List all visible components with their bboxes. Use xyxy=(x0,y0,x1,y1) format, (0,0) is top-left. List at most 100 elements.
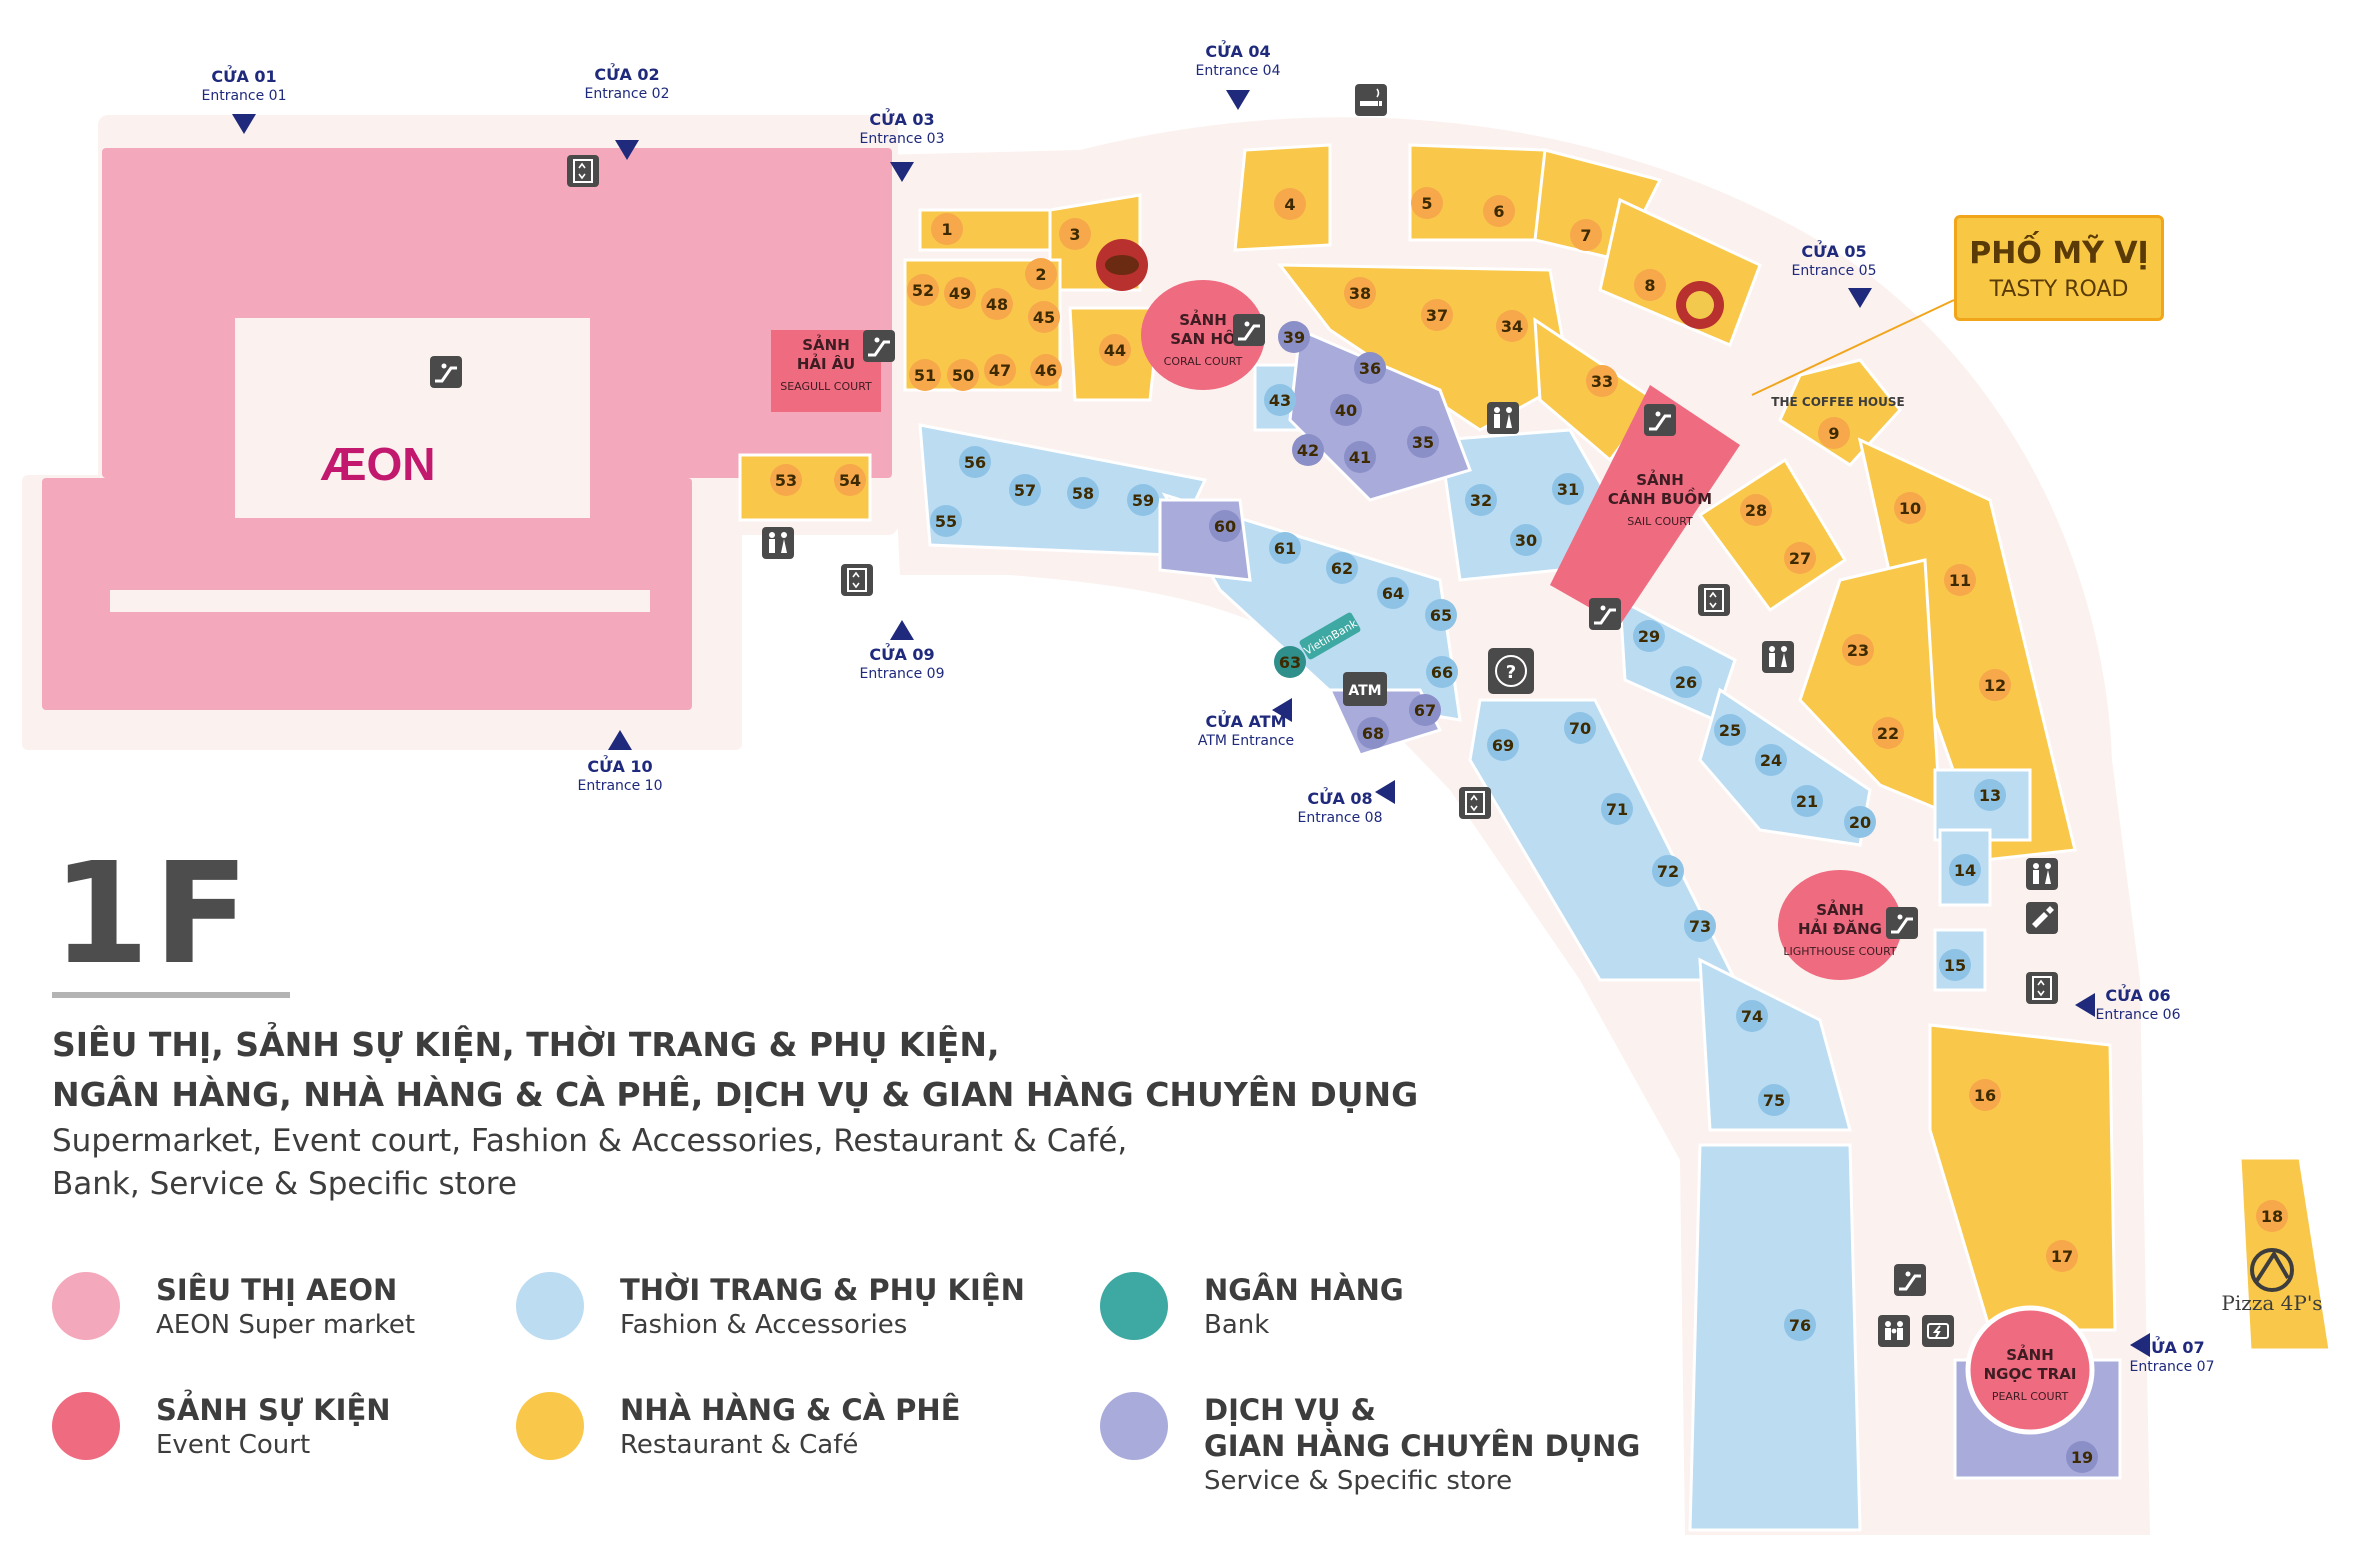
unit-2-badge[interactable]: 2 xyxy=(1025,258,1057,290)
unit-67-badge[interactable]: 67 xyxy=(1409,694,1441,726)
unit-61-badge[interactable]: 61 xyxy=(1269,532,1301,564)
unit-38-badge[interactable]: 38 xyxy=(1344,277,1376,309)
unit-54-badge[interactable]: 54 xyxy=(834,464,866,496)
unit-52-badge[interactable]: 52 xyxy=(907,274,939,306)
unit-3-badge[interactable]: 3 xyxy=(1059,218,1091,250)
unit-14-badge[interactable]: 14 xyxy=(1949,854,1981,886)
unit-26-badge[interactable]: 26 xyxy=(1670,666,1702,698)
unit-19-badge[interactable]: 19 xyxy=(2066,1441,2098,1473)
unit-62-badge[interactable]: 62 xyxy=(1326,552,1358,584)
aeon-supermarket[interactable] xyxy=(42,148,892,710)
unit-72-badge[interactable]: 72 xyxy=(1652,855,1684,887)
unit-47-badge[interactable]: 47 xyxy=(984,354,1016,386)
unit-46-badge[interactable]: 46 xyxy=(1030,354,1062,386)
store-block-restaurant[interactable] xyxy=(1697,457,1848,613)
store-block-fashion[interactable] xyxy=(1468,698,1738,982)
unit-13-badge[interactable]: 13 xyxy=(1974,779,2006,811)
store-block-restaurant[interactable] xyxy=(903,258,1062,392)
unit-70-badge[interactable]: 70 xyxy=(1564,712,1596,744)
unit-55-badge[interactable]: 55 xyxy=(930,505,962,537)
store-block-fashion[interactable] xyxy=(1698,957,1852,1132)
unit-68-badge[interactable]: 68 xyxy=(1357,717,1389,749)
unit-5-badge[interactable]: 5 xyxy=(1411,187,1443,219)
unit-48-badge[interactable]: 48 xyxy=(981,288,1013,320)
unit-27-badge[interactable]: 27 xyxy=(1784,542,1816,574)
unit-43-badge[interactable]: 43 xyxy=(1264,384,1296,416)
store-block-restaurant[interactable] xyxy=(1778,358,1902,467)
store-block-service[interactable] xyxy=(1158,498,1252,582)
unit-73-badge[interactable]: 73 xyxy=(1684,910,1716,942)
unit-75-badge[interactable]: 75 xyxy=(1758,1084,1790,1116)
unit-59-badge[interactable]: 59 xyxy=(1127,484,1159,516)
unit-17-badge[interactable]: 17 xyxy=(2046,1240,2078,1272)
unit-10-badge[interactable]: 10 xyxy=(1894,492,1926,524)
unit-51-badge[interactable]: 51 xyxy=(909,359,941,391)
unit-65-badge[interactable]: 65 xyxy=(1425,599,1457,631)
unit-53-badge[interactable]: 53 xyxy=(770,464,802,496)
unit-23-badge[interactable]: 23 xyxy=(1842,634,1874,666)
unit-42-badge[interactable]: 42 xyxy=(1292,434,1324,466)
unit-41-badge[interactable]: 41 xyxy=(1344,441,1376,473)
unit-31-badge[interactable]: 31 xyxy=(1552,473,1584,505)
unit-15-badge[interactable]: 15 xyxy=(1939,949,1971,981)
unit-11-badge[interactable]: 11 xyxy=(1944,564,1976,596)
unit-58-badge[interactable]: 58 xyxy=(1067,477,1099,509)
unit-28-badge[interactable]: 28 xyxy=(1740,494,1772,526)
unit-12-badge[interactable]: 12 xyxy=(1979,669,2011,701)
unit-18-badge[interactable]: 18 xyxy=(2256,1200,2288,1232)
unit-44-badge[interactable]: 44 xyxy=(1099,334,1131,366)
unit-64-badge[interactable]: 64 xyxy=(1377,577,1409,609)
unit-22-badge[interactable]: 22 xyxy=(1872,717,1904,749)
unit-71-badge[interactable]: 71 xyxy=(1601,793,1633,825)
unit-34-badge[interactable]: 34 xyxy=(1496,310,1528,342)
unit-21-badge[interactable]: 21 xyxy=(1791,785,1823,817)
unit-6-badge[interactable]: 6 xyxy=(1483,195,1515,227)
unit-74-badge[interactable]: 74 xyxy=(1736,1000,1768,1032)
store-block-fashion[interactable] xyxy=(1688,1143,1862,1532)
unit-45-badge[interactable]: 45 xyxy=(1028,301,1060,333)
unit-40-badge[interactable]: 40 xyxy=(1330,394,1362,426)
unit-60-badge[interactable]: 60 xyxy=(1209,510,1241,542)
unit-69-badge[interactable]: 69 xyxy=(1487,729,1519,761)
unit-7-badge[interactable]: 7 xyxy=(1570,219,1602,251)
unit-39-badge[interactable]: 39 xyxy=(1278,321,1310,353)
tasty-road-callout[interactable]: PHỐ MỸ VỊ TASTY ROAD xyxy=(1954,215,2164,321)
unit-25-badge[interactable]: 25 xyxy=(1714,714,1746,746)
unit-9-badge[interactable]: 9 xyxy=(1818,417,1850,449)
store-block-restaurant[interactable] xyxy=(1798,558,1942,813)
unit-66-badge[interactable]: 66 xyxy=(1426,656,1458,688)
unit-29-badge[interactable]: 29 xyxy=(1633,620,1665,652)
unit-56-badge[interactable]: 56 xyxy=(959,446,991,478)
unit-37-badge[interactable]: 37 xyxy=(1421,299,1453,331)
unit-4-badge[interactable]: 4 xyxy=(1274,188,1306,220)
unit-8-badge[interactable]: 8 xyxy=(1634,269,1666,301)
unit-49-badge[interactable]: 49 xyxy=(944,277,976,309)
unit-16-badge[interactable]: 16 xyxy=(1969,1079,2001,1111)
unit-63-badge[interactable]: 63 xyxy=(1274,646,1306,678)
unit-36-badge[interactable]: 36 xyxy=(1354,352,1386,384)
unit-57-badge[interactable]: 57 xyxy=(1009,474,1041,506)
unit-32-badge[interactable]: 32 xyxy=(1465,484,1497,516)
unit-76-badge[interactable]: 76 xyxy=(1784,1309,1816,1341)
unit-35-badge[interactable]: 35 xyxy=(1407,426,1439,458)
unit-50-badge[interactable]: 50 xyxy=(947,359,979,391)
unit-30-badge[interactable]: 30 xyxy=(1510,524,1542,556)
unit-33-badge[interactable]: 33 xyxy=(1586,365,1618,397)
unit-20-badge[interactable]: 20 xyxy=(1844,806,1876,838)
